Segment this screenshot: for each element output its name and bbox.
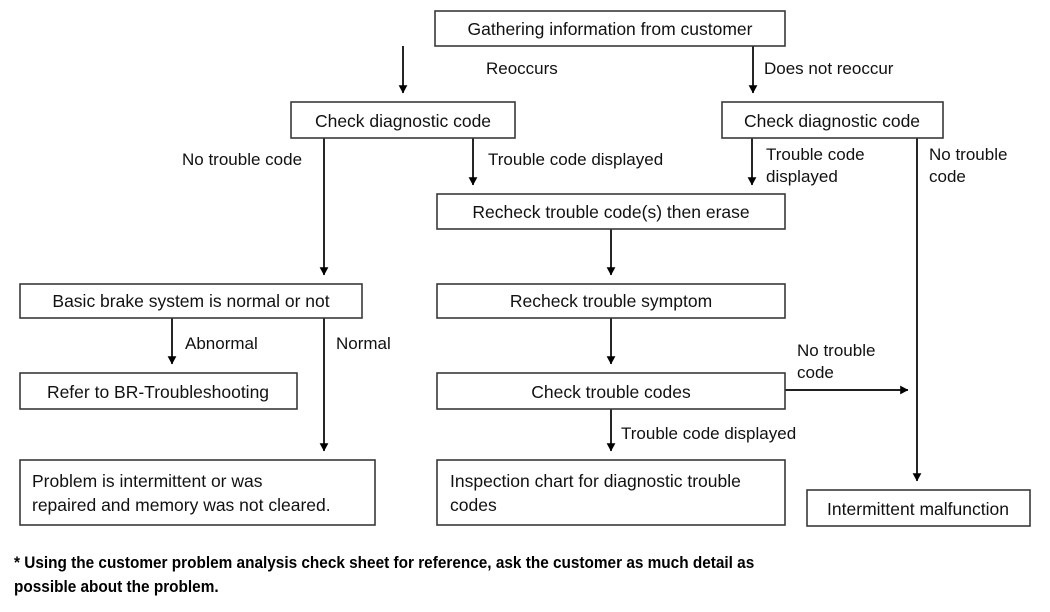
node-box [19, 372, 298, 410]
node-box [721, 101, 944, 139]
node-label: Basic brake system is normal or not [52, 291, 329, 311]
node-recheck-trouble-symptom[interactable]: Recheck trouble symptom [436, 283, 786, 319]
node-gathering-information[interactable]: Gathering information from customer [434, 10, 786, 47]
node-label: Inspection chart for diagnostic trouble … [450, 471, 746, 515]
edge-label-abnormal: Abnormal [185, 334, 258, 353]
node-box [436, 193, 786, 230]
edge-trouble-code-displayed-right: Trouble code displayed [747, 138, 869, 186]
node-box [290, 101, 516, 139]
node-label: Check diagnostic code [315, 111, 491, 131]
edge-label-no-trouble-code-right: No trouble code [929, 145, 1012, 186]
node-check-diagnostic-code-right[interactable]: Check diagnostic code [721, 101, 944, 139]
footnote-text: * Using the customer problem analysis ch… [14, 554, 755, 596]
node-inspection-chart[interactable]: Inspection chart for diagnostic trouble … [436, 459, 786, 526]
edge-no-trouble-code-bottom: No trouble code [785, 341, 909, 395]
edge-label-does-not-reoccur: Does not reoccur [764, 59, 894, 78]
edge-normal: Normal [319, 318, 391, 452]
edge-label-trouble-code-displayed-left: Trouble code displayed [488, 150, 663, 169]
node-basic-brake-system[interactable]: Basic brake system is normal or not [19, 283, 363, 319]
node-label: Recheck trouble code(s) then erase [472, 202, 749, 222]
node-box [436, 372, 786, 410]
edge-no-trouble-code-left: No trouble code [182, 138, 329, 276]
edge-does-not-reoccur: Does not reoccur [748, 46, 894, 94]
edge-label-normal: Normal [336, 334, 391, 353]
edge-label-trouble-code-displayed-bottom: Trouble code displayed [621, 424, 796, 443]
edge-label-reoccurs: Reoccurs [486, 59, 558, 78]
edge-trouble-code-displayed-left: Trouble code displayed [468, 138, 663, 186]
node-recheck-trouble-codes-then-erase[interactable]: Recheck trouble code(s) then erase [436, 193, 786, 230]
node-label: Refer to BR-Troubleshooting [47, 382, 269, 402]
node-box [434, 10, 786, 47]
node-box [19, 283, 363, 319]
node-box [19, 459, 376, 526]
edge-label-trouble-code-displayed-right: Trouble code displayed [766, 145, 869, 186]
node-label: Check trouble codes [531, 382, 691, 402]
node-label: Gathering information from customer [468, 19, 753, 39]
node-intermittent-malfunction[interactable]: Intermittent malfunction [806, 489, 1031, 527]
node-box [436, 283, 786, 319]
node-label: Recheck trouble symptom [510, 291, 712, 311]
node-check-trouble-codes[interactable]: Check trouble codes [436, 372, 786, 410]
edge-no-trouble-code-right: No trouble code [912, 138, 1012, 482]
edge-trouble-code-displayed-bottom: Trouble code displayed [606, 409, 796, 452]
node-label: Problem is intermittent or was repaired … [32, 471, 331, 515]
edge-reoccurs: Reoccurs [398, 46, 558, 94]
edge-label-no-trouble-code-left: No trouble code [182, 150, 302, 169]
node-refer-to-br-troubleshooting[interactable]: Refer to BR-Troubleshooting [19, 372, 298, 410]
node-box [436, 459, 786, 526]
edge-label-no-trouble-code-bottom: No trouble code [797, 341, 880, 382]
node-label: Check diagnostic code [744, 111, 920, 131]
node-label: Intermittent malfunction [827, 499, 1009, 519]
edge-abnormal: Abnormal [167, 318, 258, 365]
node-box [806, 489, 1031, 527]
node-problem-is-intermittent[interactable]: Problem is intermittent or was repaired … [19, 459, 376, 526]
node-check-diagnostic-code-left[interactable]: Check diagnostic code [290, 101, 516, 139]
